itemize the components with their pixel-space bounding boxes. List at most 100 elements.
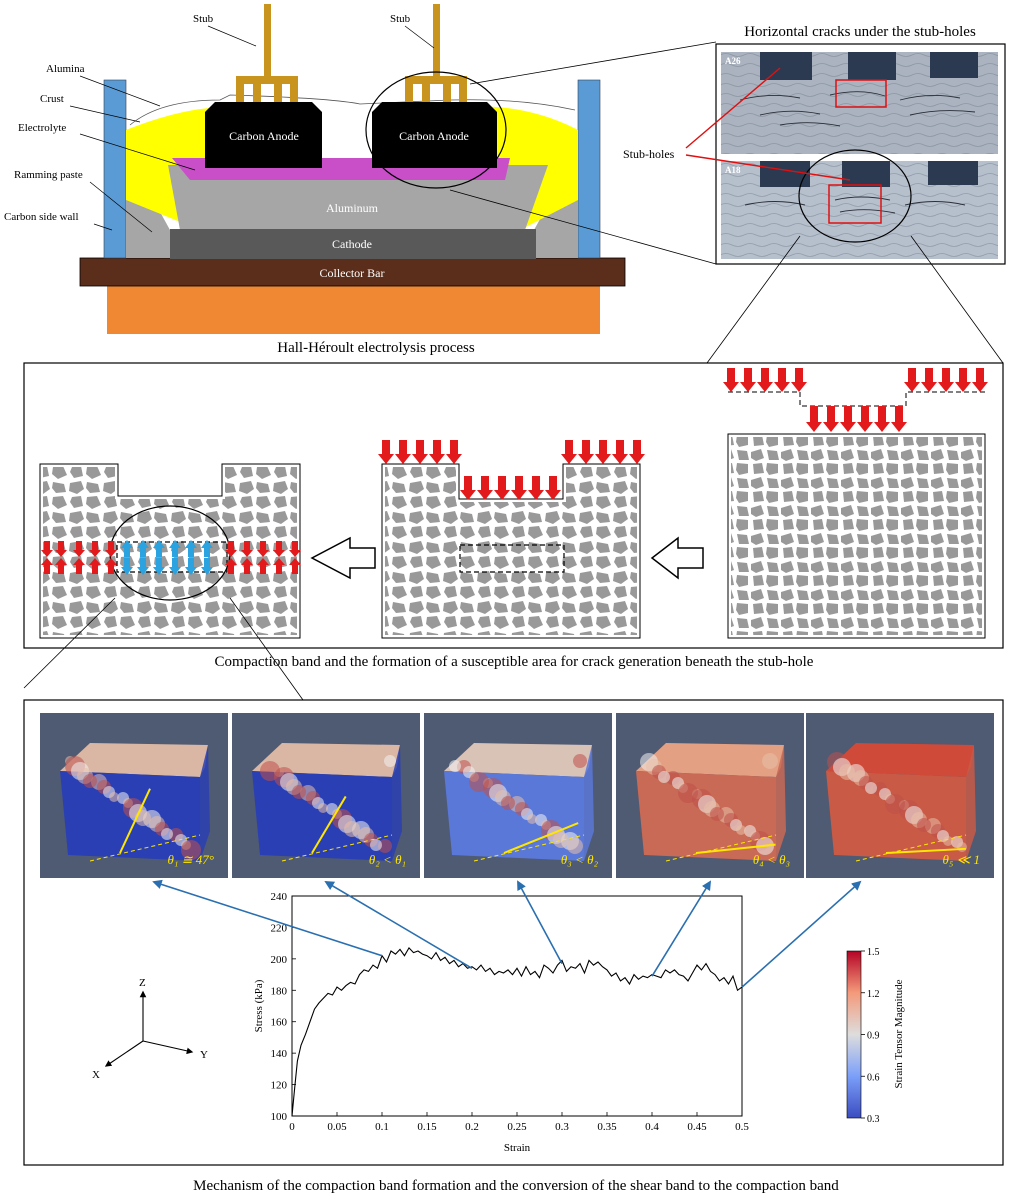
band-arrow-center-0-down xyxy=(121,558,133,575)
cube-top-face xyxy=(636,743,784,777)
link-arrow-5 xyxy=(741,880,862,988)
cube-texture-blob xyxy=(370,839,382,851)
cube-texture-blob xyxy=(344,821,360,837)
link-arrow-2 xyxy=(324,881,473,969)
x-tick-label: 0 xyxy=(289,1121,295,1133)
crust-leader xyxy=(69,105,141,123)
electrolyte-leader xyxy=(79,133,196,171)
photos-title: Horizontal cracks under the stub-holes xyxy=(744,24,976,40)
x-axis-label: X xyxy=(92,1069,100,1081)
cube-texture-blob xyxy=(384,755,396,767)
compaction-band-box xyxy=(116,541,228,573)
stub-right-label: Stub xyxy=(390,13,411,25)
compaction-band-arrows xyxy=(41,540,301,575)
electrolysis-cell-diagram: Collector Bar Aluminum Cathode Carbon An… xyxy=(4,4,626,356)
angle-label-2: θ₂ < θ₁ xyxy=(369,852,406,867)
load-arrow-initial-5 xyxy=(904,368,920,392)
load-arrow-loaded-0 xyxy=(378,440,394,464)
band-arrow-left-2-up xyxy=(73,558,85,574)
y-tick-label: 220 xyxy=(271,922,288,934)
y-tick-label: 100 xyxy=(271,1111,288,1123)
cube-texture-blob xyxy=(449,760,461,772)
band-arrow-left-0-up xyxy=(41,558,53,574)
load-arrow-loaded-8 xyxy=(612,440,628,464)
band-arrow-right-0-up xyxy=(225,558,237,574)
granular-block-loaded-grains xyxy=(385,467,637,635)
cube-texture-blob xyxy=(161,828,173,840)
stub-left-label: Stub xyxy=(193,13,214,25)
cube-texture-blob xyxy=(378,839,392,853)
band-arrow-center-5-down xyxy=(201,558,213,575)
band-arrow-center-4-down xyxy=(185,558,197,575)
band-arrow-left-1-up xyxy=(55,558,67,574)
photo-a26-stubhole-2 xyxy=(848,52,896,80)
load-arrow-loaded-9 xyxy=(629,440,645,464)
y-axis-arrow xyxy=(142,1040,194,1055)
electrolyte-label: Electrolyte xyxy=(18,122,66,134)
zoom-line-compaction-right xyxy=(229,597,304,701)
colorbar-tick-label: 0.6 xyxy=(867,1072,880,1083)
band-arrow-center-0-up xyxy=(121,540,133,557)
cell-caption: Hall-Héroult electrolysis process xyxy=(277,340,475,356)
x-tick-label: 0.2 xyxy=(465,1121,479,1133)
x-tick-label: 0.4 xyxy=(645,1121,659,1133)
reference-line xyxy=(89,834,201,862)
load-arrow-loaded-indenter-3 xyxy=(511,476,527,500)
load-arrow-initial-6 xyxy=(921,368,937,392)
simulation-panel-3: θ₃ < θ₂ xyxy=(424,713,612,878)
susceptible-area-box xyxy=(459,544,565,573)
reference-line xyxy=(855,834,967,862)
load-arrow-loaded-indenter-5 xyxy=(545,476,561,500)
reference-line xyxy=(281,834,393,862)
photo-a26-cracks xyxy=(739,91,976,127)
load-arrow-loaded-1 xyxy=(395,440,411,464)
band-arrow-left-4-down xyxy=(105,541,117,557)
shear-band-line xyxy=(503,822,579,854)
load-arrow-indenter-4 xyxy=(874,406,890,432)
x-tick-label: 0.1 xyxy=(375,1121,389,1133)
colorbar-ticks: 1.51.20.90.60.3 xyxy=(861,947,880,1125)
band-arrow-right-4-up xyxy=(289,558,301,574)
stub-holes-label: Stub-holes xyxy=(623,147,675,161)
load-arrow-loaded-5 xyxy=(561,440,577,464)
coordinate-axes: Z Y X xyxy=(92,977,208,1081)
band-arrow-right-2-down xyxy=(257,541,269,557)
photo-a26-stubhole-1 xyxy=(760,52,812,80)
y-tick-label: 140 xyxy=(271,1048,288,1060)
band-arrow-center-5-up xyxy=(201,540,213,557)
stub-holes-leader-1 xyxy=(685,67,781,149)
load-arrow-loaded-indenter-1 xyxy=(477,476,493,500)
band-arrow-left-3-up xyxy=(89,558,101,574)
collector-bar-label: Collector Bar xyxy=(320,266,385,280)
load-arrow-indenter-0 xyxy=(806,406,822,432)
carbon-anode-right xyxy=(372,102,497,168)
aluminum-label: Aluminum xyxy=(326,201,379,215)
cube-texture-blob xyxy=(917,818,931,832)
angle-label-5: θ₅ ≪ 1 xyxy=(942,852,980,867)
aluminum-pool xyxy=(168,165,548,230)
cube-texture-blob xyxy=(501,796,515,810)
band-arrow-right-2-up xyxy=(257,558,269,574)
load-arrow-initial-4 xyxy=(791,368,807,392)
simulation-panel-4: θ₄ < θ₃ xyxy=(616,713,804,878)
cube-texture-blob xyxy=(83,774,97,788)
carbon-anode-left xyxy=(205,102,322,168)
photo-a26-tag: A26 xyxy=(725,56,741,66)
load-arrow-initial-9 xyxy=(972,368,988,392)
process-arrow-left xyxy=(310,536,376,580)
cube-texture-blob xyxy=(567,838,583,854)
z-axis-label: Z xyxy=(139,977,146,989)
alumina-layer xyxy=(129,94,576,126)
link-arrow-4 xyxy=(651,880,712,977)
angle-label-3: θ₃ < θ₂ xyxy=(561,852,599,867)
shear-band-line xyxy=(311,795,347,854)
x-axis-arrow xyxy=(104,1040,144,1067)
cube-texture-blob xyxy=(658,771,670,783)
mechanism-caption: Mechanism of the compaction band formati… xyxy=(193,1178,839,1194)
load-arrow-loaded-indenter-0 xyxy=(460,476,476,500)
photo-a18-stubhole-1 xyxy=(760,161,810,187)
side-wall-right xyxy=(577,79,601,259)
shear-band-line xyxy=(695,843,776,854)
